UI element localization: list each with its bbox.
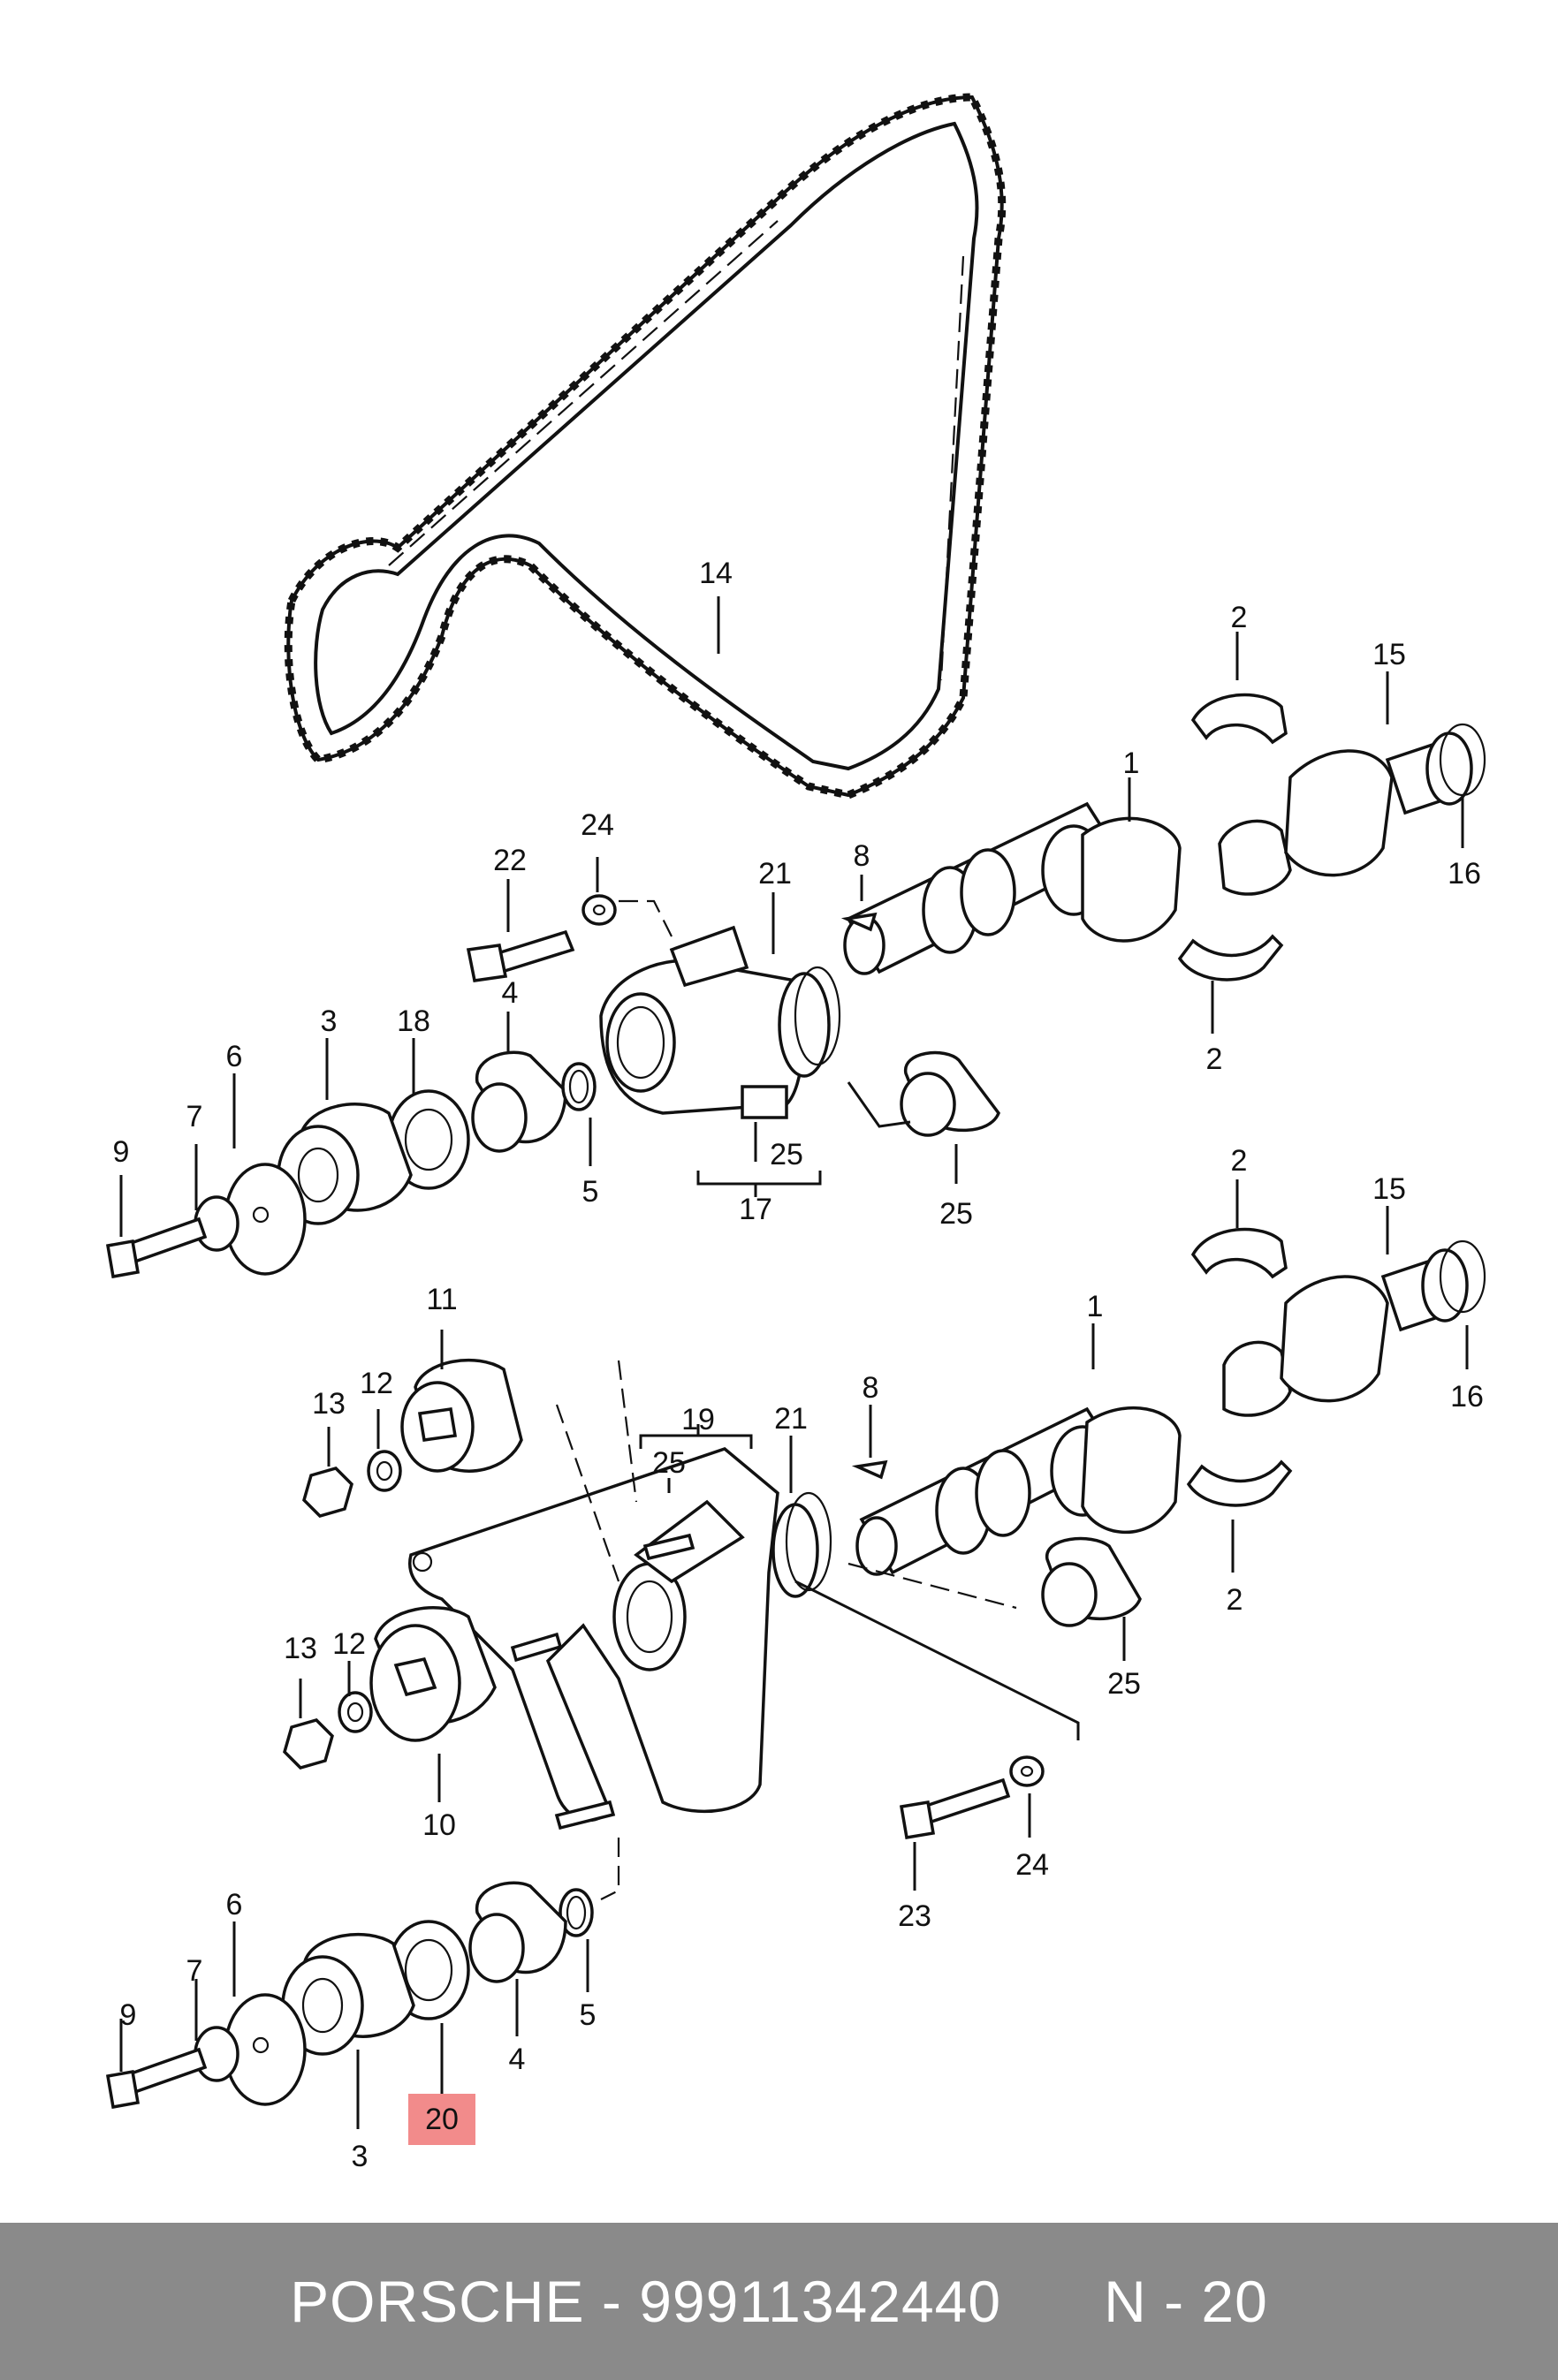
- label-upper-shim: 18: [397, 1004, 430, 1038]
- label-upper-washer: 24: [581, 808, 614, 842]
- upper-seal: [471, 1050, 567, 1153]
- label-lower-screw: 9: [120, 1998, 137, 2032]
- label-lower-bearing-bottom: 2: [1227, 1583, 1243, 1617]
- label-lower-washer: 24: [1015, 1848, 1049, 1882]
- label-upper-camshaft: 1: [1123, 747, 1140, 780]
- label-tension-washer: 12: [332, 1627, 366, 1661]
- label-lower-oring-small: 5: [580, 1998, 597, 2032]
- label-lower-flange: 6: [226, 1888, 243, 1921]
- label-lower-bearing-top: 2: [1231, 1144, 1248, 1178]
- lower-oring-small: [559, 1888, 594, 1937]
- lower-bush: [1041, 1536, 1142, 1627]
- label-upper-housing-group: 17: [739, 1193, 772, 1226]
- label-lower-pulley: 3: [352, 2140, 369, 2173]
- upper-bearing-top: [1190, 693, 1288, 745]
- label-tension-pulley: 10: [422, 1808, 456, 1842]
- label-upper-bearing-bottom: 2: [1206, 1042, 1223, 1076]
- upper-bush: [900, 1050, 1000, 1137]
- footer-banner: PORSCHE - 99911342440 N - 20: [0, 2223, 1558, 2380]
- footer-separator: -: [601, 2269, 622, 2334]
- label-highlighted-part: 20: [425, 2103, 459, 2136]
- label-upper-pulley: 3: [321, 1004, 338, 1038]
- upper-bearing-housing: [599, 925, 841, 1119]
- lower-washer: [1009, 1755, 1045, 1787]
- label-lower-housing-group: 19: [681, 1403, 715, 1436]
- tension-nut: [283, 1718, 334, 1770]
- label-upper-bearing-top: 2: [1231, 601, 1248, 634]
- upper-camshaft: [843, 723, 1486, 975]
- label-upper-oring-small: 5: [582, 1175, 599, 1209]
- idler-pulley: [400, 1358, 523, 1473]
- idler-nut: [302, 1467, 353, 1518]
- footer-page: N - 20: [1104, 2269, 1268, 2334]
- upper-washer: [581, 894, 617, 926]
- label-idler: 11: [426, 1283, 457, 1316]
- label-upper-bush-bracket: 25: [770, 1138, 803, 1171]
- upper-bearing-bottom: [1177, 934, 1284, 982]
- tension-washer: [338, 1691, 373, 1733]
- lower-studs: [510, 1533, 695, 1830]
- label-upper-housing-oring: 21: [758, 857, 792, 891]
- label-upper-flange: 6: [226, 1040, 243, 1073]
- label-lower-seal: 4: [509, 2043, 526, 2076]
- lower-key: [851, 1459, 888, 1480]
- label-lower-bush-bracket: 25: [652, 1446, 686, 1480]
- lower-screw: [105, 2047, 208, 2110]
- lower-seal: [468, 1881, 567, 1983]
- label-lower-camshaft: 1: [1087, 1290, 1104, 1323]
- label-upper-bush: 25: [939, 1197, 973, 1231]
- label-lower-housing-oring: 21: [774, 1402, 808, 1436]
- upper-screw: [105, 1217, 208, 1279]
- label-lower-key: 8: [863, 1371, 879, 1405]
- label-lower-washer-left: 7: [186, 1954, 203, 1988]
- label-lower-bush: 25: [1107, 1667, 1141, 1701]
- idler-washer: [367, 1450, 402, 1492]
- upper-key: [840, 912, 878, 932]
- label-upper-key: 8: [854, 839, 870, 873]
- label-upper-oring: 16: [1448, 857, 1481, 891]
- label-upper-screw: 9: [113, 1135, 130, 1169]
- upper-oring-small: [561, 1062, 597, 1111]
- lower-bolt: [899, 1777, 1011, 1840]
- label-upper-seal: 4: [502, 976, 519, 1010]
- timing-belt: [284, 93, 1007, 800]
- label-upper-seal-right: 15: [1372, 638, 1406, 671]
- label-belt: 14: [699, 557, 733, 590]
- label-upper-bolt: 22: [493, 844, 527, 877]
- label-idler-washer: 12: [360, 1367, 393, 1400]
- lower-camshaft: [855, 1239, 1486, 1576]
- footer-brand: PORSCHE: [290, 2269, 585, 2334]
- lower-bearing-top: [1190, 1227, 1288, 1279]
- label-lower-seal-right: 15: [1372, 1172, 1406, 1206]
- label-lower-oring: 16: [1450, 1380, 1484, 1414]
- upper-bolt: [466, 929, 575, 982]
- label-idler-nut: 13: [312, 1387, 346, 1421]
- label-tension-nut: 13: [284, 1632, 317, 1665]
- highlight-box: [408, 2094, 475, 2145]
- label-lower-bolt: 23: [898, 1899, 931, 1933]
- label-upper-washer-left: 7: [186, 1100, 203, 1133]
- lower-bearing-bottom: [1186, 1459, 1293, 1507]
- footer-part-number: 99911342440: [639, 2269, 1002, 2334]
- tension-pulley: [369, 1606, 497, 1742]
